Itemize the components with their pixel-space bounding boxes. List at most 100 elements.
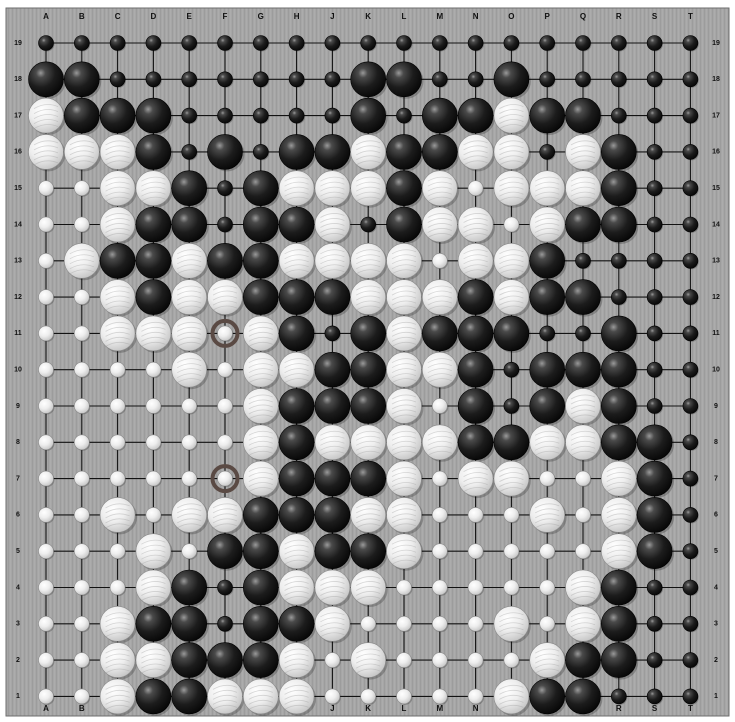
black-territory-marker-Q18[interactable] xyxy=(576,72,591,87)
white-territory-marker-A14[interactable] xyxy=(39,217,54,232)
black-stone-R16[interactable] xyxy=(601,134,636,169)
white-territory-marker-M9[interactable] xyxy=(432,399,447,414)
white-territory-marker-O5[interactable] xyxy=(504,544,519,559)
black-territory-marker-F4[interactable] xyxy=(218,580,233,595)
black-stone-E3[interactable] xyxy=(172,606,207,641)
black-stone-G14[interactable] xyxy=(243,207,278,242)
black-stone-H9[interactable] xyxy=(279,389,314,424)
black-territory-marker-D19[interactable] xyxy=(146,36,161,51)
white-stone-G1[interactable] xyxy=(243,679,278,714)
white-territory-marker-F7[interactable] xyxy=(218,471,233,486)
black-territory-marker-T6[interactable] xyxy=(683,507,698,522)
black-territory-marker-P16[interactable] xyxy=(540,144,555,159)
white-stone-Q15[interactable] xyxy=(566,171,601,206)
black-stone-K18[interactable] xyxy=(351,62,386,97)
white-stone-C6[interactable] xyxy=(100,497,135,532)
black-territory-marker-E19[interactable] xyxy=(182,36,197,51)
black-stone-E15[interactable] xyxy=(172,171,207,206)
white-territory-marker-A7[interactable] xyxy=(39,471,54,486)
white-territory-marker-O14[interactable] xyxy=(504,217,519,232)
black-territory-marker-S18[interactable] xyxy=(647,72,662,87)
black-territory-marker-G17[interactable] xyxy=(253,108,268,123)
black-stone-O18[interactable] xyxy=(494,62,529,97)
black-stone-Q12[interactable] xyxy=(566,280,601,315)
white-territory-marker-E9[interactable] xyxy=(182,399,197,414)
white-territory-marker-B14[interactable] xyxy=(74,217,89,232)
black-territory-marker-J19[interactable] xyxy=(325,36,340,51)
white-stone-L11[interactable] xyxy=(387,316,422,351)
black-territory-marker-A19[interactable] xyxy=(39,36,54,51)
white-stone-O7[interactable] xyxy=(494,461,529,496)
black-territory-marker-T12[interactable] xyxy=(683,290,698,305)
black-stone-B17[interactable] xyxy=(64,98,99,133)
black-stone-Q1[interactable] xyxy=(566,679,601,714)
white-territory-marker-B8[interactable] xyxy=(74,435,89,450)
black-stone-L18[interactable] xyxy=(387,62,422,97)
white-stone-M8[interactable] xyxy=(422,425,457,460)
black-stone-C17[interactable] xyxy=(100,98,135,133)
white-stone-F12[interactable] xyxy=(208,280,243,315)
white-territory-marker-M3[interactable] xyxy=(432,616,447,631)
white-stone-C16[interactable] xyxy=(100,134,135,169)
black-territory-marker-S16[interactable] xyxy=(647,144,662,159)
black-territory-marker-O19[interactable] xyxy=(504,36,519,51)
black-territory-marker-R12[interactable] xyxy=(611,290,626,305)
black-stone-E1[interactable] xyxy=(172,679,207,714)
black-territory-marker-H17[interactable] xyxy=(289,108,304,123)
black-stone-P17[interactable] xyxy=(530,98,565,133)
black-territory-marker-F18[interactable] xyxy=(218,72,233,87)
black-territory-marker-T11[interactable] xyxy=(683,326,698,341)
white-stone-E13[interactable] xyxy=(172,243,207,278)
black-stone-N12[interactable] xyxy=(458,280,493,315)
white-territory-marker-B15[interactable] xyxy=(74,181,89,196)
black-stone-G5[interactable] xyxy=(243,534,278,569)
white-stone-M15[interactable] xyxy=(422,171,457,206)
black-stone-N11[interactable] xyxy=(458,316,493,351)
black-stone-H6[interactable] xyxy=(279,497,314,532)
black-stone-K11[interactable] xyxy=(351,316,386,351)
white-territory-marker-B6[interactable] xyxy=(74,507,89,522)
white-stone-O3[interactable] xyxy=(494,606,529,641)
black-territory-marker-T16[interactable] xyxy=(683,144,698,159)
white-territory-marker-B10[interactable] xyxy=(74,362,89,377)
white-territory-marker-M6[interactable] xyxy=(432,507,447,522)
white-stone-J3[interactable] xyxy=(315,606,350,641)
white-territory-marker-B2[interactable] xyxy=(74,653,89,668)
black-territory-marker-S13[interactable] xyxy=(647,253,662,268)
white-stone-K15[interactable] xyxy=(351,171,386,206)
white-territory-marker-B1[interactable] xyxy=(74,689,89,704)
white-territory-marker-B4[interactable] xyxy=(74,580,89,595)
white-territory-marker-N3[interactable] xyxy=(468,616,483,631)
black-territory-marker-S9[interactable] xyxy=(647,399,662,414)
white-territory-marker-J2[interactable] xyxy=(325,653,340,668)
white-stone-Q9[interactable] xyxy=(566,389,601,424)
white-stone-D4[interactable] xyxy=(136,570,171,605)
white-territory-marker-C8[interactable] xyxy=(110,435,125,450)
white-stone-R6[interactable] xyxy=(601,497,636,532)
white-stone-K4[interactable] xyxy=(351,570,386,605)
white-stone-G7[interactable] xyxy=(243,461,278,496)
black-stone-P13[interactable] xyxy=(530,243,565,278)
white-stone-P14[interactable] xyxy=(530,207,565,242)
white-stone-A16[interactable] xyxy=(29,134,64,169)
white-territory-marker-F8[interactable] xyxy=(218,435,233,450)
black-stone-G12[interactable] xyxy=(243,280,278,315)
black-stone-G3[interactable] xyxy=(243,606,278,641)
white-territory-marker-A12[interactable] xyxy=(39,290,54,305)
white-stone-P15[interactable] xyxy=(530,171,565,206)
white-territory-marker-J1[interactable] xyxy=(325,689,340,704)
white-territory-marker-D10[interactable] xyxy=(146,362,161,377)
black-stone-H7[interactable] xyxy=(279,461,314,496)
white-territory-marker-A3[interactable] xyxy=(39,616,54,631)
black-stone-D3[interactable] xyxy=(136,606,171,641)
black-territory-marker-R17[interactable] xyxy=(611,108,626,123)
black-territory-marker-F15[interactable] xyxy=(218,181,233,196)
black-stone-F2[interactable] xyxy=(208,643,243,678)
black-stone-K7[interactable] xyxy=(351,461,386,496)
white-stone-H13[interactable] xyxy=(279,243,314,278)
black-stone-Q17[interactable] xyxy=(566,98,601,133)
black-territory-marker-F3[interactable] xyxy=(218,616,233,631)
black-territory-marker-S3[interactable] xyxy=(647,616,662,631)
white-stone-R5[interactable] xyxy=(601,534,636,569)
black-territory-marker-S2[interactable] xyxy=(647,653,662,668)
